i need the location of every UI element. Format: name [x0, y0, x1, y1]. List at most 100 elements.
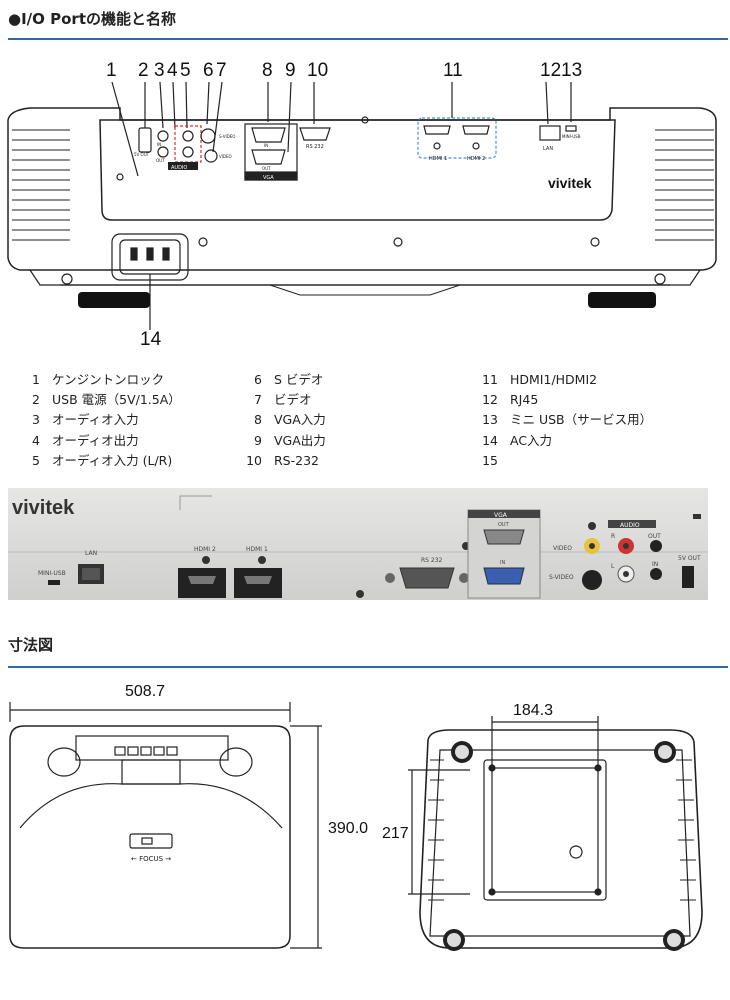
width-dimension-label: 508.7 — [125, 683, 166, 700]
legend-item: 6 S ビデオ — [246, 370, 326, 390]
photo-brand-logo: vivitek — [12, 497, 75, 519]
legend-label: VGA入力 — [274, 412, 326, 428]
photo-hdmi2-label: HDMI 2 — [194, 546, 216, 553]
photo-audio-in-label: IN — [652, 561, 658, 568]
callout-11: 11 — [443, 60, 463, 81]
legend-label: RJ45 — [510, 392, 539, 408]
callout-13: 13 — [561, 60, 583, 81]
callout-4: 4 — [167, 60, 178, 81]
callout-6: 6 — [203, 60, 214, 81]
legend-num: 9 — [254, 432, 262, 448]
legend-label: AC入力 — [510, 432, 553, 448]
legend-item: 14 AC入力 — [472, 431, 652, 451]
dimension-section-rule — [8, 666, 728, 668]
legend-num: 1 — [32, 372, 40, 387]
legend-num: 12 — [482, 392, 498, 408]
legend-item: 2 USB 電源（5V/1.5A） — [24, 390, 181, 410]
legend-label: RS-232 — [274, 452, 319, 468]
io-section-rule — [8, 38, 728, 40]
legend-column-1: 1 ケンジントンロック 2 USB 電源（5V/1.5A） 3 オーディオ入力 4 オー… — [24, 370, 181, 471]
callout-12: 12 — [540, 60, 562, 81]
legend-label: S ビデオ — [274, 372, 324, 387]
callout-8: 8 — [262, 60, 273, 81]
io-section-title: ●I/O Portの機能と名称 — [8, 10, 176, 28]
legend-num: 11 — [482, 372, 498, 387]
legend-item: 12 RJ45 — [472, 390, 652, 410]
callout-9: 9 — [285, 60, 296, 81]
top-view-diagram: ← FOCUS → — [9, 702, 322, 949]
legend-item: 9 VGA出力 — [246, 431, 326, 451]
photo-hdmi1-label: HDMI 1 — [246, 546, 268, 553]
legend-item: 13 ミニ USB（サービス用） — [472, 410, 652, 430]
legend-item: 3 オーディオ入力 — [24, 410, 181, 430]
legend-label: ビデオ — [274, 392, 312, 408]
legend-num: 7 — [254, 392, 262, 408]
bottom-view-diagram — [408, 716, 703, 951]
photo-audio-label: AUDIO — [620, 522, 640, 529]
legend-label: オーディオ入力 (L/R) — [52, 452, 173, 468]
callout-2: 2 — [138, 60, 149, 81]
panel-s-video-label: S-VIDEO — [219, 134, 235, 139]
photo-audio-l-label: L — [611, 563, 615, 570]
legend-num: 3 — [32, 412, 40, 428]
panel-audio-label: AUDIO — [171, 165, 187, 171]
photo-mini-usb-label: MINI-USB — [38, 570, 66, 577]
panel-usb-power-label: 5V OUT — [134, 152, 150, 157]
legend-item: 11 HDMI1/HDMI2 — [472, 370, 652, 390]
photo-vga-label: VGA — [494, 512, 508, 519]
legend-label: USB 電源（5V/1.5A） — [52, 392, 181, 408]
dimension-section-title: 寸法図 — [8, 636, 54, 654]
legend-item: 10 RS-232 — [246, 451, 326, 471]
callout-1: 1 — [106, 60, 117, 81]
legend-item: 15 — [472, 451, 652, 471]
panel-rs232-label: RS 232 — [306, 144, 324, 150]
panel-audio-in-label: IN — [157, 142, 161, 147]
panel-vga-out-label: OUT — [262, 166, 271, 171]
mount-width-label: 184.3 — [513, 702, 554, 719]
legend-column-3: 11 HDMI1/HDMI2 12 RJ45 13 ミニ USB（サービス用） 14 A… — [472, 370, 652, 471]
legend-num: 8 — [254, 412, 262, 428]
mount-depth-label: 217 — [382, 825, 409, 842]
legend-num: 10 — [246, 452, 262, 468]
legend-item: 4 オーディオ出力 — [24, 431, 181, 451]
photo-audio-out-label: OUT — [648, 533, 661, 540]
legend-label: ケンジントンロック — [52, 372, 165, 387]
callout-10: 10 — [307, 60, 329, 81]
rear-panel-photo: vivitek MINI-USB LAN HDMI 2 HDMI 1 RS 23… — [8, 488, 708, 600]
panel-mini-usb-label: MINI-USB — [562, 134, 581, 139]
rear-panel-diagram: vivitek AUDIO VGA RS 232 HDMI 1 HDMI 2 L… — [7, 81, 717, 330]
legend-label: オーディオ入力 — [52, 412, 139, 428]
legend-label: オーディオ出力 — [52, 432, 139, 448]
photo-usb-out-label: 5V OUT — [678, 555, 701, 562]
legend-label: HDMI1/HDMI2 — [510, 372, 598, 387]
panel-audio-out-label: OUT — [156, 158, 165, 163]
callout-5: 5 — [180, 60, 191, 81]
panel-lan-label: LAN — [543, 146, 553, 152]
legend-item: 8 VGA入力 — [246, 410, 326, 430]
photo-vga-out-label: OUT — [498, 522, 510, 528]
legend-num: 14 — [482, 432, 498, 448]
legend-item: 1 ケンジントンロック — [24, 370, 181, 390]
legend-num: 6 — [254, 372, 262, 387]
panel-vga-in-label: IN — [264, 143, 268, 148]
legend-num: 4 — [32, 432, 40, 448]
legend-num: 13 — [482, 412, 498, 428]
legend-label: ミニ USB（サービス用） — [510, 412, 653, 428]
photo-lan-label: LAN — [85, 550, 97, 557]
legend-item: 7 ビデオ — [246, 390, 326, 410]
panel-vga-label: VGA — [263, 175, 274, 181]
photo-audio-r-label: R — [611, 533, 615, 540]
callout-7: 7 — [216, 60, 227, 81]
photo-vga-in-label: IN — [500, 560, 505, 566]
depth-dimension-label: 390.0 — [328, 820, 369, 837]
legend-num: 15 — [482, 452, 498, 468]
legend-num: 2 — [32, 392, 40, 408]
callout-3: 3 — [154, 60, 165, 81]
legend-label: VGA出力 — [274, 432, 326, 448]
panel-hdmi1-label: HDMI 1 — [429, 156, 447, 162]
photo-s-video-label: S-VIDEO — [549, 574, 574, 581]
panel-brand-logo: vivitek — [548, 175, 592, 191]
panel-hdmi2-label: HDMI 2 — [467, 156, 485, 162]
focus-label: ← FOCUS → — [131, 855, 171, 863]
